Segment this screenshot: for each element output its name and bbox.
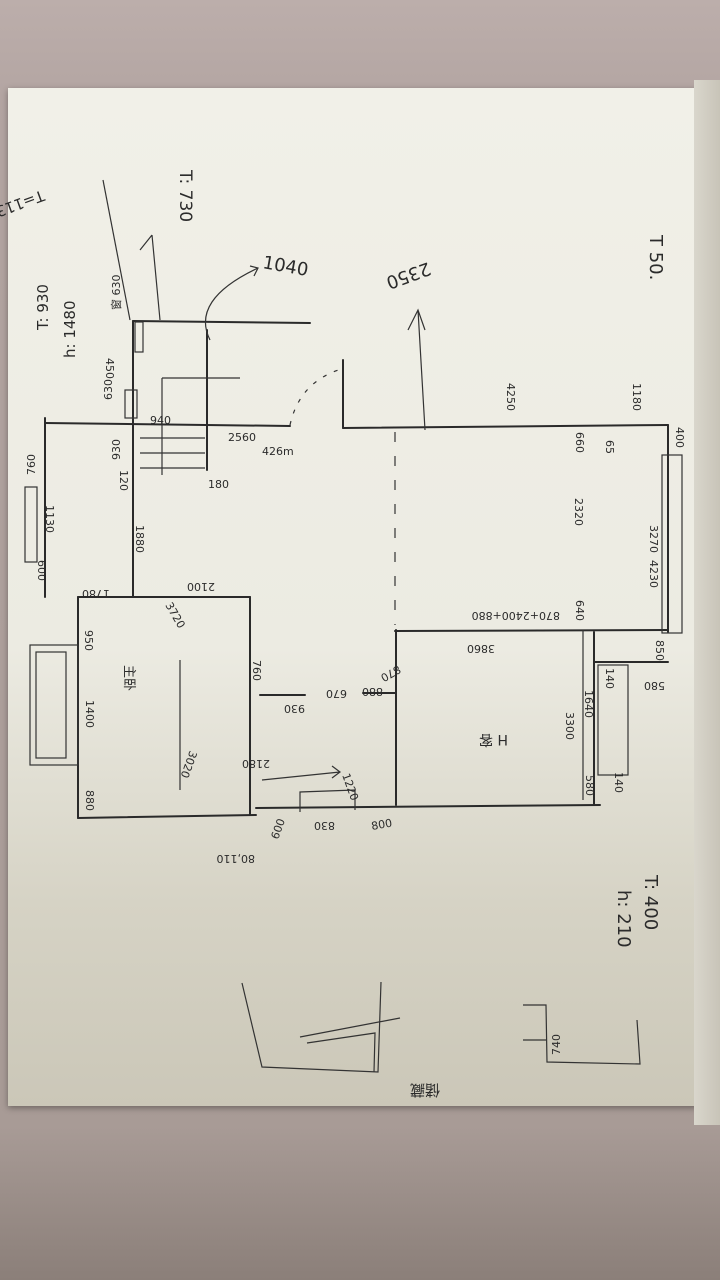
notebook-page-edge — [694, 80, 720, 1125]
arrow-right-icon — [261, 765, 341, 781]
dimension-label: 630 — [102, 379, 115, 400]
dimension-label: 600 — [269, 817, 288, 841]
dimension-label: 1780 — [82, 587, 110, 600]
dimension-label: 80,110 — [217, 852, 256, 865]
dimension-label: 3270 — [647, 525, 660, 553]
dimension-label: 140 — [603, 668, 616, 689]
note-2350: 2350 — [383, 257, 433, 292]
curved-arrow-icon — [205, 265, 259, 341]
dimension-label: 950 — [82, 630, 95, 651]
note-t-50: T 50. — [645, 234, 666, 280]
dimension-label: 740 — [550, 1034, 563, 1055]
dimension-label: 1130 — [43, 505, 56, 533]
dimension-label: 3020 — [178, 749, 200, 780]
dimension-label: 640 — [573, 600, 586, 621]
dimension-label: 1880 — [133, 525, 146, 553]
dimension-label: 426m — [262, 445, 294, 458]
note-storage: 储藏 — [410, 1081, 440, 1099]
note-t-1130: T=1130 — [0, 186, 48, 224]
arrow-up-icon — [407, 308, 426, 431]
dimension-label: 830 — [314, 819, 335, 832]
note-1040: 1040 — [261, 252, 310, 281]
dimension-label: 760 — [250, 660, 263, 681]
dimension-label: 2180 — [242, 757, 270, 770]
dimension-label: 940 — [150, 414, 171, 427]
note-window-630: 窗 630 — [109, 275, 123, 311]
dimension-label: 760 — [25, 454, 38, 475]
room-label-living: H 客 — [479, 731, 508, 748]
annotations: T: 930 h: 1480 T=1130 T: 730 窗 630 1040 … — [0, 169, 686, 1099]
arrow-up-icon — [102, 179, 131, 321]
note-t-400: T: 400 — [640, 874, 661, 930]
lower-sketches — [241, 981, 641, 1073]
dimension-label: 1400 — [83, 700, 96, 728]
dimension-label: 1220 — [339, 772, 361, 803]
dimension-label: 850 — [653, 640, 666, 661]
dimension-label: 2560 — [228, 431, 256, 444]
dimension-label: 3720 — [162, 600, 187, 631]
dimension-label: 140 — [612, 772, 625, 793]
dimension-label: 580 — [644, 679, 665, 692]
arrows — [102, 179, 426, 781]
dimension-label: 1180 — [630, 383, 643, 411]
dimension-label: 870+2400+880 — [472, 609, 560, 622]
dimension-label: 3300 — [563, 712, 576, 740]
dimension-label: 880 — [83, 790, 96, 811]
dimension-label: 930 — [284, 702, 305, 715]
dimension-label: 65 — [603, 440, 616, 454]
note-h-1480: h: 1480 — [61, 300, 79, 358]
dimension-label: 2320 — [572, 498, 585, 526]
dimension-label: 120 — [117, 470, 130, 491]
note-t-730: T: 730 — [175, 169, 195, 222]
dimension-label: 930 — [110, 439, 123, 460]
dimension-label: 2100 — [187, 580, 215, 593]
dimension-label: 1640 — [582, 690, 595, 718]
dimension-label: 4250 — [504, 383, 517, 411]
dimension-label: 800 — [370, 817, 393, 833]
room-label-bedroom: 主卧 — [121, 665, 136, 691]
dimension-label: 580 — [583, 775, 596, 796]
dimension-label: 180 — [208, 478, 229, 491]
dimension-label: 660 — [573, 432, 586, 453]
walls — [44, 320, 669, 819]
fixtures — [24, 321, 683, 812]
dimension-label: 670 — [326, 687, 347, 700]
dimension-label: 3860 — [467, 642, 495, 655]
dimension-label: 880 — [362, 685, 383, 698]
dimension-label: 400 — [673, 427, 686, 448]
note-h-210: h: 210 — [613, 890, 634, 948]
dimension-label: 600 — [35, 560, 48, 581]
dimension-label: 870 — [378, 662, 403, 684]
dimension-label: 4230 — [647, 560, 660, 588]
dimension-label: 450 — [103, 358, 116, 379]
note-t-930: T: 930 — [34, 284, 52, 331]
